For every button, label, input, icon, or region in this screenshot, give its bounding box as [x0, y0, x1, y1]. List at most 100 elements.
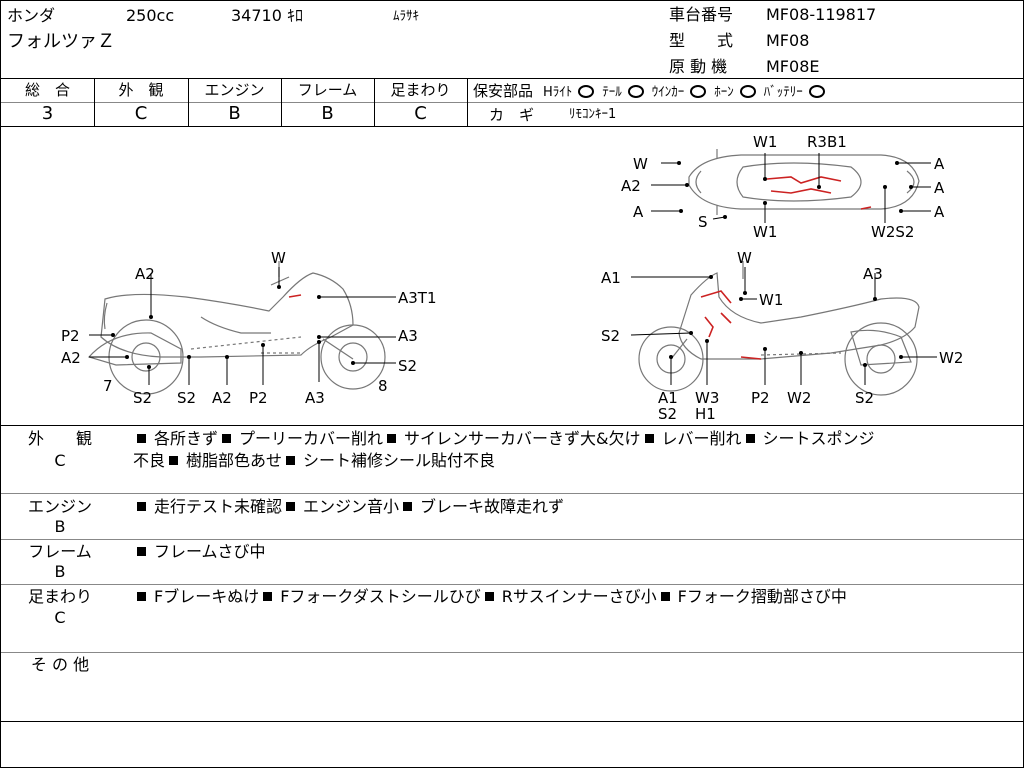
lv-label-8: 8: [378, 377, 388, 395]
remark-item: シート補修シール貼付不良: [303, 451, 496, 470]
leader-lines: [89, 153, 937, 385]
remark-item: Fフォーク摺動部さび中: [677, 587, 847, 606]
rv-label-s2-bottom: S2: [658, 405, 677, 423]
remark-item: エンジン音小: [303, 497, 400, 516]
bullet-icon: [745, 434, 755, 443]
remark-grade-suspension: C: [54, 608, 66, 627]
maker: ホンダ: [7, 6, 56, 25]
lv-label-a3t1: A3T1: [398, 289, 437, 307]
remark-item: 樹脂部色あせ: [186, 451, 283, 470]
rv-label-w2-right: W2: [939, 349, 963, 367]
grade-value-frame: B: [321, 103, 334, 124]
key-label: カ ギ: [489, 106, 535, 124]
bullet-icon: [660, 592, 670, 601]
rv-label-w: W: [737, 249, 752, 267]
lv-label-7: 7: [103, 377, 113, 395]
remark-label-frame: フレーム: [28, 542, 92, 561]
remark-item: レバー削れ: [661, 429, 742, 448]
grade-label-frame: フレーム: [297, 81, 358, 99]
mileage: 34710 ｷﾛ: [231, 6, 303, 25]
bullet-icon: [286, 456, 296, 465]
bullet-icon: [387, 434, 397, 443]
rv-label-p2: P2: [751, 389, 770, 407]
frame-no-label: 車台番号: [669, 5, 734, 24]
grade-value-overall: 3: [41, 103, 54, 124]
lv-label-p2-bottom: P2: [249, 389, 268, 407]
tv-label-a2: A2: [621, 177, 641, 195]
grade-value-engine: B: [228, 103, 241, 124]
lv-label-a3-right: A3: [398, 327, 418, 345]
remark-item: サイレンサーカバーきず大&欠け: [404, 429, 641, 448]
lv-label-w: W: [271, 249, 286, 267]
grade-label-exterior: 外 観: [118, 81, 164, 99]
remark-item: 不良: [133, 451, 166, 470]
remark-item: 走行テスト未確認: [154, 497, 283, 516]
part-horn-ok-icon: [739, 85, 756, 98]
engine-label: 原 動 機: [669, 57, 728, 76]
remark-label-suspension: 足まわり: [27, 587, 92, 606]
lv-label-s2-right: S2: [398, 357, 417, 375]
rv-label-w2-bottom: W2: [787, 389, 811, 407]
remark-item: プーリーカバー削れ: [239, 429, 384, 448]
bullet-icon: [137, 434, 146, 443]
remark-item: ブレーキ故障走れず: [420, 497, 565, 516]
tv-label-s: S: [698, 213, 708, 231]
grade-label-overall: 総 合: [24, 81, 70, 99]
lv-label-a2-top: A2: [135, 265, 155, 283]
engine-model: MF08E: [766, 57, 820, 76]
displacement: 250cc: [126, 6, 175, 25]
bullet-icon: [484, 592, 494, 601]
part-headlight-ok-icon: [578, 85, 595, 98]
remark-grade-frame: B: [54, 562, 66, 581]
bullet-icon: [137, 502, 146, 511]
remark-item: 各所きず: [154, 429, 219, 448]
bullet-icon: [263, 592, 273, 601]
model-code: MF08: [766, 31, 810, 50]
lv-label-a2-left: A2: [61, 349, 81, 367]
leader-dots: [111, 161, 913, 369]
rv-label-a1-bottom: A1: [658, 389, 678, 407]
tv-label-w2s2: W2S2: [871, 223, 914, 241]
left-side-scooter-outline: [87, 261, 386, 395]
tv-label-w: W: [633, 155, 648, 173]
grade-label-suspension: 足まわり: [390, 81, 451, 99]
part-winker-label: ｳｲﾝｶｰ: [651, 85, 685, 100]
tv-label-r3b1: R3B1: [807, 133, 847, 151]
right-side-scooter-outline: [638, 261, 920, 396]
part-headlight-label: Hﾗｲﾄ: [543, 85, 573, 100]
grade-value-suspension: C: [414, 103, 427, 124]
part-battery-label: ﾊﾞｯﾃﾘｰ: [763, 85, 803, 100]
lv-label-a3-bottom: A3: [305, 389, 325, 407]
remark-text-engine: 走行テスト未確認 エンジン音小 ブレーキ故障走れず: [133, 496, 564, 518]
remark-label-engine: エンジン: [27, 497, 92, 516]
bullet-icon: [644, 434, 654, 443]
bullet-icon: [403, 502, 413, 511]
damage-marks: [288, 176, 872, 360]
bullet-icon: [137, 547, 146, 556]
grade-label-engine: エンジン: [204, 81, 265, 99]
lv-label-s2-b: S2: [177, 389, 196, 407]
rv-label-w1: W1: [759, 291, 783, 309]
lv-label-p2-left: P2: [61, 327, 80, 345]
remark-grade-engine: B: [54, 517, 66, 536]
rv-label-a1-top: A1: [601, 269, 621, 287]
frame-no: MF08-119817: [766, 5, 877, 24]
bullet-icon: [222, 434, 232, 443]
tv-label-w1-bottom: W1: [753, 223, 777, 241]
remark-label-exterior: 外 観: [27, 429, 92, 448]
top-view-scooter-outline: [688, 149, 920, 215]
remark-item: シートスポンジ: [762, 429, 875, 448]
damage-diagram: W A2 A3T1 P2 A3 A2 S2 7 8 S2 S2 A2 P2 A3…: [61, 133, 963, 423]
model-name: フォルツァＺ: [7, 31, 115, 52]
rv-label-a3: A3: [863, 265, 883, 283]
remark-item: Fフォークダストシールひび: [280, 587, 481, 606]
bullet-icon: [137, 592, 146, 601]
lv-label-a2-bottom: A2: [212, 389, 232, 407]
part-tail-ok-icon: [627, 85, 644, 98]
remark-label-other: そ の 他: [30, 655, 90, 674]
grade-value-exterior: C: [134, 103, 148, 124]
part-horn-label: ﾎｰﾝ: [714, 85, 734, 100]
safety-parts-title: 保安部品: [473, 82, 534, 100]
